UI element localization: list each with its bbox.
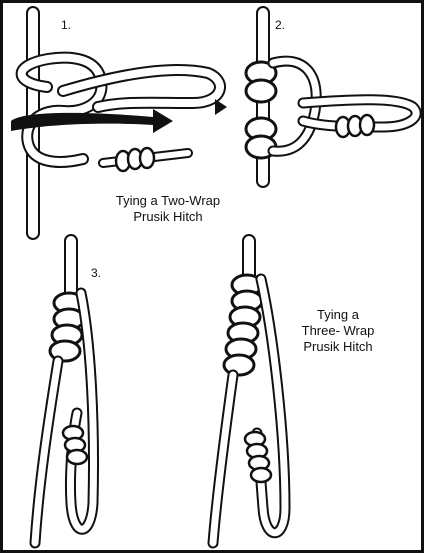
panel-2-fishermans-knot [336,115,374,137]
panel-2-drawing [215,13,416,181]
three-wrap-caption: Tying a Three- Wrap Prusik Hitch [283,307,393,355]
two-wrap-caption-line-2: Prusik Hitch [103,209,233,225]
three-wrap-caption-line-3: Prusik Hitch [283,339,393,355]
panel-4-wraps [224,275,262,375]
panel-2-direction-arrow [215,99,227,115]
panel-4-drawing [213,241,285,543]
panel-3-fishermans-knot [63,426,87,464]
panel-1-fishermans-knot [103,148,188,171]
panel-4-fishermans-knot [245,432,271,482]
knot-drawings [3,3,424,556]
three-wrap-caption-line-2: Three- Wrap [283,323,393,339]
two-wrap-caption: Tying a Two-Wrap Prusik Hitch [103,193,233,225]
three-wrap-caption-line-1: Tying a [283,307,393,323]
panel-3-drawing [35,241,94,543]
step-1-number: 1. [61,17,71,33]
step-2-number: 2. [275,17,285,33]
two-wrap-caption-line-1: Tying a Two-Wrap [103,193,233,209]
step-3-number: 3. [91,265,101,281]
